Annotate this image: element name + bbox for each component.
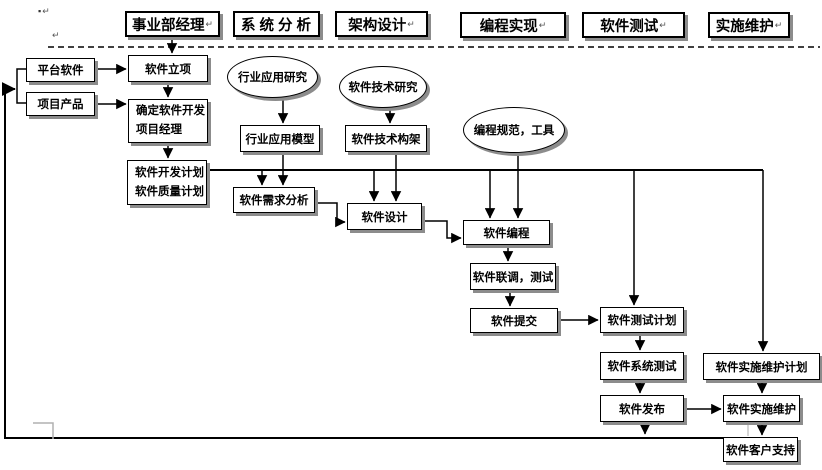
node-label: 软件实施维护 <box>727 403 796 416</box>
lane-label: 事业部经理 <box>131 17 205 34</box>
node-label: 软件测试计划 <box>607 315 677 327</box>
return-glyph: ↵ <box>407 18 415 29</box>
lane-label: 架构设计 <box>348 17 407 34</box>
node-label-line1: 确定软件开发 <box>136 105 205 117</box>
lane-label: 系 统 分 析 <box>240 17 312 34</box>
node-project-product[interactable]: 项目产品 <box>26 92 95 116</box>
node-label: 软件编程 <box>483 227 530 240</box>
node-requirements-analysis[interactable]: 软件需求分析 <box>233 187 315 213</box>
node-maintenance-plan[interactable]: 软件实施维护计划 <box>703 353 820 380</box>
node-label: 平台软件 <box>37 65 84 77</box>
gray-corner-line <box>33 422 54 439</box>
node-customer-support[interactable]: 软件客户支持 <box>723 437 798 462</box>
node-integration-test[interactable]: 软件联调，测试 <box>470 263 556 290</box>
node-label-line2: 项目经理 <box>136 124 182 136</box>
node-software-tech-research[interactable]: 软件技术研究 <box>339 66 427 108</box>
lane-header-programming[interactable]: 编程实现↵ <box>460 12 566 38</box>
return-glyph: ↵ <box>42 6 50 16</box>
node-software-design[interactable]: 软件设计 <box>347 203 422 230</box>
node-dev-quality-plan[interactable]: 软件开发计划 软件质量计划 <box>127 160 207 205</box>
lane-label: 软件测试 <box>600 18 659 35</box>
lane-header-implementation-maintenance[interactable]: 实施维护↵ <box>708 12 790 38</box>
node-label: 软件技术研究 <box>348 82 418 94</box>
node-coding-standards-tools[interactable]: 编程规范，工具 <box>463 107 565 153</box>
node-label: 行业应用模型 <box>245 133 315 146</box>
node-software-release[interactable]: 软件发布 <box>600 395 684 422</box>
connector-input-bracket <box>16 68 26 104</box>
node-platform-software[interactable]: 平台软件 <box>26 58 95 82</box>
node-label: 软件客户支持 <box>726 444 795 457</box>
bullet-mark: ▪↵ <box>38 6 50 16</box>
lane-label: 编程实现 <box>479 18 538 35</box>
node-implementation-maintenance[interactable]: 软件实施维护 <box>723 395 800 422</box>
node-confirm-dev-manager[interactable]: 确定软件开发 项目经理 <box>128 99 208 143</box>
node-label: 编程规范，工具 <box>473 125 555 137</box>
return-glyph: ↵ <box>538 19 547 30</box>
return-glyph: ↵ <box>205 18 214 29</box>
node-label: 软件联调，测试 <box>472 271 554 284</box>
node-software-coding[interactable]: 软件编程 <box>463 220 550 245</box>
connector-design-to-coding <box>422 220 462 244</box>
node-label: 软件实施维护计划 <box>715 361 808 374</box>
node-label: 软件设计 <box>361 211 408 224</box>
return-glyph: ↵ <box>659 19 667 30</box>
node-software-delivery[interactable]: 软件提交 <box>470 308 558 333</box>
return-glyph: ↵ <box>52 30 60 40</box>
node-label: 软件技术构架 <box>351 133 421 146</box>
lane-header-architecture-design[interactable]: 架构设计↵ <box>335 11 428 37</box>
node-software-initiation[interactable]: 软件立项 <box>128 55 208 82</box>
lane-header-system-analysis[interactable]: 系 统 分 析 <box>233 11 320 37</box>
node-label-line1: 软件开发计划 <box>135 166 204 179</box>
node-industry-application-research[interactable]: 行业应用研究 <box>227 56 318 98</box>
node-label: 行业应用研究 <box>238 72 307 84</box>
node-label: 软件立项 <box>145 63 191 76</box>
node-label: 软件发布 <box>619 403 665 416</box>
connector-requirements-to-design <box>315 202 346 228</box>
node-label: 软件需求分析 <box>239 195 309 207</box>
bullet-glyph: ▪ <box>38 6 42 16</box>
lane-header-business-manager[interactable]: 事业部经理↵ <box>125 11 220 37</box>
node-test-plan[interactable]: 软件测试计划 <box>600 307 684 333</box>
node-label-line2: 软件质量计划 <box>135 185 204 198</box>
return-glyph: ↵ <box>774 19 783 30</box>
node-system-test[interactable]: 软件系统测试 <box>600 352 684 380</box>
lane-header-software-testing[interactable]: 软件测试↵ <box>582 12 685 38</box>
node-software-tech-architecture[interactable]: 软件技术构架 <box>345 125 427 152</box>
node-label: 项目产品 <box>37 99 84 111</box>
return-mark: ↵ <box>52 30 60 41</box>
node-industry-application-model[interactable]: 行业应用模型 <box>240 125 320 152</box>
node-label: 软件系统测试 <box>607 361 677 373</box>
connector-feedback-loop <box>1 82 723 439</box>
lane-label: 实施维护 <box>715 18 774 35</box>
node-label: 软件提交 <box>491 315 537 328</box>
